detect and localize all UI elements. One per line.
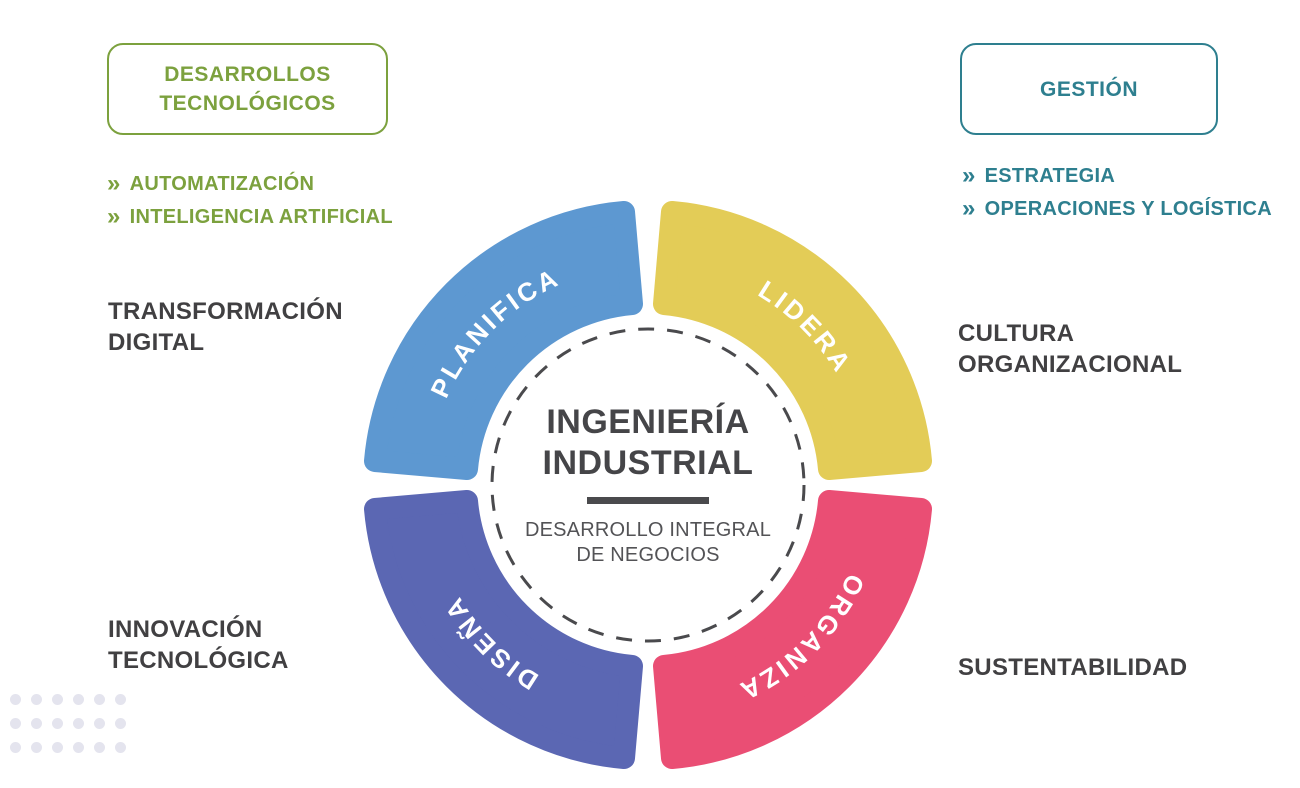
decorative-dot	[10, 742, 21, 753]
developments-bullet-list: » AUTOMATIZACIÓN » INTELIGENCIA ARTIFICI…	[107, 168, 393, 234]
label-innovacion-tecnologica: INNOVACIÓN TECNOLÓGICA	[108, 616, 289, 674]
label-cultura-organizacional: CULTURA ORGANIZACIONAL	[958, 320, 1183, 378]
decorative-dot	[115, 718, 126, 729]
label-sustentabilidad: SUSTENTABILIDAD	[958, 654, 1188, 681]
developments-box: DESARROLLOS TECNOLÓGICOS	[107, 43, 388, 135]
decorative-dot	[73, 694, 84, 705]
decorative-dot	[94, 718, 105, 729]
decorative-dot	[115, 742, 126, 753]
bullet-label: INTELIGENCIA ARTIFICIAL	[129, 206, 393, 228]
segment-planifica	[364, 201, 643, 480]
segment-lidera	[653, 201, 932, 480]
gestion-box: GESTIÓN	[960, 43, 1218, 135]
decorative-dot	[52, 742, 63, 753]
label-transformacion-digital: TRANSFORMACIÓN DIGITAL	[108, 298, 343, 356]
double-chevron-icon: »	[107, 202, 121, 230]
decorative-dot	[94, 694, 105, 705]
decorative-dot	[73, 718, 84, 729]
decorative-dot	[52, 694, 63, 705]
decorative-dot	[94, 742, 105, 753]
gestion-bullet-list: » ESTRATEGIA » OPERACIONES Y LOGÍSTICA	[962, 160, 1272, 226]
double-chevron-icon: »	[962, 161, 976, 189]
decorative-dot	[52, 718, 63, 729]
double-chevron-icon: »	[962, 194, 976, 222]
developments-box-label: DESARROLLOS TECNOLÓGICOS	[159, 63, 336, 115]
segment-disena	[364, 490, 643, 769]
decorative-dot	[115, 694, 126, 705]
decorative-dot	[10, 694, 21, 705]
dashed-inner-circle	[490, 327, 806, 643]
decorative-dots-grid	[10, 694, 136, 766]
bullet-automatizacion: » AUTOMATIZACIÓN	[107, 168, 393, 201]
bullet-label: AUTOMATIZACIÓN	[129, 173, 315, 195]
cycle-diagram-svg: PLANIFICA LIDERA ORGANIZA DISEÑA	[364, 201, 932, 769]
decorative-dot	[73, 742, 84, 753]
bullet-label: OPERACIONES Y LOGÍSTICA	[984, 198, 1272, 220]
decorative-dot	[31, 718, 42, 729]
bullet-operaciones-logistica: » OPERACIONES Y LOGÍSTICA	[962, 193, 1272, 226]
cycle-diagram: PLANIFICA LIDERA ORGANIZA DISEÑA	[363, 200, 933, 770]
bullet-inteligencia-artificial: » INTELIGENCIA ARTIFICIAL	[107, 201, 393, 234]
segment-organiza	[653, 490, 932, 769]
double-chevron-icon: »	[107, 169, 121, 197]
bullet-estrategia: » ESTRATEGIA	[962, 160, 1272, 193]
gestion-box-label: GESTIÓN	[1039, 77, 1138, 101]
decorative-dot	[31, 742, 42, 753]
bullet-label: ESTRATEGIA	[984, 165, 1116, 187]
decorative-dot	[31, 694, 42, 705]
decorative-dot	[10, 718, 21, 729]
